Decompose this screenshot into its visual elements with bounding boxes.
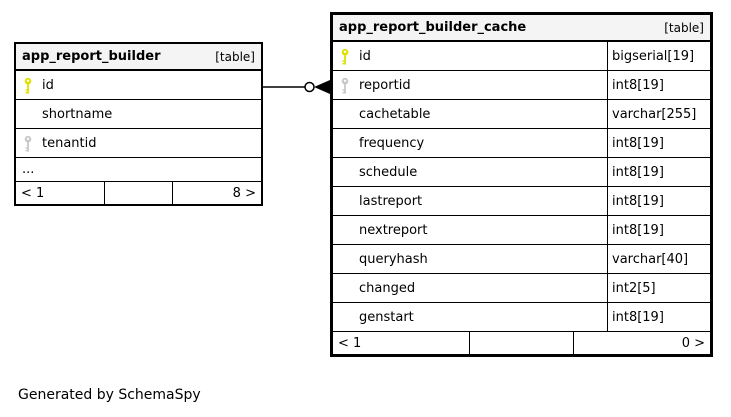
table-header: app_report_builder [table] xyxy=(16,44,261,71)
column-type: int8[19] xyxy=(607,216,710,244)
column-name: cachetable xyxy=(359,106,431,122)
generated-by-caption: Generated by SchemaSpy xyxy=(18,387,201,403)
parent-count: < 1 xyxy=(338,335,362,351)
column-name: nextreport xyxy=(359,222,428,238)
table-header: app_report_builder_cache [table] xyxy=(333,15,710,42)
column-row-lastreport: lastreport int8[19] xyxy=(333,187,710,216)
column-row-reportid: reportid int8[19] xyxy=(333,71,710,100)
column-type: int8[19] xyxy=(607,158,710,186)
table-title: app_report_builder_cache xyxy=(339,20,527,35)
column-name: schedule xyxy=(359,164,418,180)
foreign-key-icon xyxy=(340,77,351,94)
arrowhead-icon xyxy=(314,80,330,94)
column-row-frequency: frequency int8[19] xyxy=(333,129,710,158)
foreign-key-icon xyxy=(23,135,34,152)
column-name: changed xyxy=(359,280,416,296)
ellipsis-text: ... xyxy=(22,162,35,177)
column-name: frequency xyxy=(359,135,425,151)
column-type: int8[19] xyxy=(607,129,710,157)
column-name: id xyxy=(42,77,54,93)
column-row-shortname: shortname xyxy=(16,100,261,129)
table-app_report_builder[interactable]: app_report_builder [table] id shortname xyxy=(14,42,263,206)
table-footer: < 1 0 > xyxy=(333,332,710,354)
table-type-badge: [table] xyxy=(664,20,704,35)
column-row-genstart: genstart int8[19] xyxy=(333,303,710,332)
column-type: int8[19] xyxy=(607,303,710,331)
column-row-tenantid: tenantid xyxy=(16,129,261,158)
column-row-queryhash: queryhash varchar[40] xyxy=(333,245,710,274)
column-row-schedule: schedule int8[19] xyxy=(333,158,710,187)
column-type: bigserial[19] xyxy=(607,42,710,70)
table-type-badge: [table] xyxy=(215,49,255,64)
child-count: 8 > xyxy=(232,185,256,201)
column-name: shortname xyxy=(42,106,113,122)
column-name: tenantid xyxy=(42,135,97,151)
footer-middle-cell xyxy=(104,182,173,204)
column-row-cachetable: cachetable varchar[255] xyxy=(333,100,710,129)
footer-middle-cell xyxy=(468,332,575,354)
column-type: varchar[255] xyxy=(607,100,710,128)
column-row-nextreport: nextreport int8[19] xyxy=(333,216,710,245)
column-name: lastreport xyxy=(359,193,423,209)
column-name: reportid xyxy=(359,77,411,93)
child-count: 0 > xyxy=(681,335,705,351)
table-title: app_report_builder xyxy=(22,49,161,64)
truncated-columns-indicator: ... xyxy=(16,158,261,182)
cardinality-circle-icon xyxy=(304,81,315,93)
table-app_report_builder_cache[interactable]: app_report_builder_cache [table] id bigs… xyxy=(330,12,713,357)
primary-key-icon xyxy=(340,48,351,65)
relationship-connector xyxy=(262,80,330,94)
column-type: int2[5] xyxy=(607,274,710,302)
column-row-id: id xyxy=(16,71,261,100)
primary-key-icon xyxy=(23,77,34,94)
column-type: int8[19] xyxy=(607,187,710,215)
column-type: int8[19] xyxy=(607,71,710,99)
parent-count: < 1 xyxy=(21,185,45,201)
column-name: queryhash xyxy=(359,251,428,267)
column-row-id: id bigserial[19] xyxy=(333,42,710,71)
column-row-changed: changed int2[5] xyxy=(333,274,710,303)
column-name: id xyxy=(359,48,371,64)
column-type: varchar[40] xyxy=(607,245,710,273)
column-name: genstart xyxy=(359,309,414,325)
table-footer: < 1 8 > xyxy=(16,182,261,204)
